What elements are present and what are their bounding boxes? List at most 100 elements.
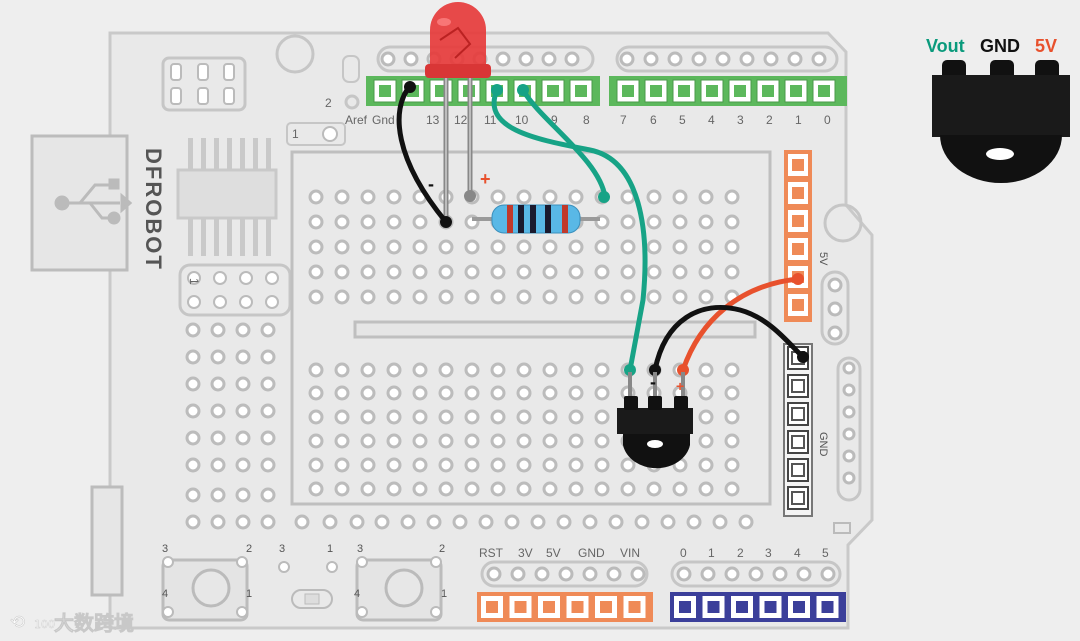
breadboard-hole [542, 264, 558, 280]
digital-pin-label: 4 [708, 113, 715, 127]
header-pin-core [792, 215, 804, 227]
breadboard-hole [698, 214, 714, 230]
sensor-minus-sign: - [650, 372, 656, 392]
breadboard-hole [620, 481, 636, 497]
socket-hole [380, 51, 396, 67]
analog-pin-label: 0 [680, 546, 687, 560]
led-minus-sign: - [428, 174, 434, 194]
breadboard-hole [386, 457, 402, 473]
breadboard-hole [594, 409, 610, 425]
lm35-sensor [617, 372, 693, 469]
board-hole [260, 349, 276, 365]
header-pin-core [792, 159, 804, 171]
breadboard-hole [594, 385, 610, 401]
board-hole [530, 514, 546, 530]
breadboard-hole [620, 214, 636, 230]
socket-hole [772, 566, 788, 582]
breadboard-hole [412, 264, 428, 280]
header-pin-core [514, 601, 527, 613]
chip-leg [227, 138, 232, 170]
analog-pin-label: 1 [708, 546, 715, 560]
board-hole [478, 514, 494, 530]
board-hole [608, 514, 624, 530]
analog-header [670, 592, 846, 622]
board-hole [235, 322, 251, 338]
breadboard-hole [438, 239, 454, 255]
header-pin-core [791, 379, 805, 393]
extra-1: 1 [327, 543, 333, 555]
breadboard-hole [334, 433, 350, 449]
breadboard-hole [724, 385, 740, 401]
board-hole [582, 514, 598, 530]
breadboard-hole [568, 481, 584, 497]
header-pin-core [793, 601, 805, 613]
socket-strip [480, 560, 649, 588]
header-pin-core [792, 187, 804, 199]
breadboard-hole [308, 289, 324, 305]
board-hole [210, 403, 226, 419]
header-pin-core [600, 601, 612, 613]
push-button-right[interactable]: 3 2 4 1 [354, 543, 447, 622]
power-pin-label: VIN [620, 546, 640, 560]
breadboard-hole [490, 189, 506, 205]
side-label-2: 2 [325, 96, 332, 110]
board-hole [260, 457, 276, 473]
breadboard-hole [646, 289, 662, 305]
breadboard-hole [438, 409, 454, 425]
watermark-text: 大数跨境 [54, 611, 134, 635]
wire-black-gnd [652, 305, 806, 373]
socket-hole [558, 566, 574, 582]
breadboard-hole [594, 289, 610, 305]
breadboard-hole [386, 264, 402, 280]
header-pin-core [575, 85, 587, 97]
breadboard-hole [490, 239, 506, 255]
board-hole [260, 514, 276, 530]
breadboard-hole [412, 409, 428, 425]
breadboard-hole [672, 264, 688, 280]
breadboard-hole [464, 289, 480, 305]
board-hole [210, 457, 226, 473]
icsp-pin [239, 271, 253, 285]
breadboard-hole [386, 433, 402, 449]
breadboard-hole [490, 289, 506, 305]
digital-pin-label: 7 [620, 113, 627, 127]
breadboard-hole [620, 457, 636, 473]
breadboard-hole [464, 264, 480, 280]
breadboard-hole [542, 457, 558, 473]
header-pin-core [650, 85, 662, 97]
header-pin-core [790, 85, 802, 97]
btn-right-3: 3 [357, 543, 363, 555]
breadboard-hole [724, 433, 740, 449]
socket-hole [619, 51, 635, 67]
icsp-pin [187, 271, 201, 285]
breadboard-hole [672, 189, 688, 205]
push-button-left[interactable]: 3 2 4 1 [161, 543, 252, 622]
breadboard-hole [334, 214, 350, 230]
right-socket-column [820, 270, 862, 502]
left-hole-grid [185, 322, 754, 530]
header-pin-core [628, 601, 641, 613]
board-hole [426, 514, 442, 530]
power-pin-label: GND [578, 546, 605, 560]
board-hole [210, 487, 226, 503]
socket-hole [827, 277, 843, 293]
sensor-plus-sign: + [676, 378, 684, 394]
btn-left-3: 3 [162, 543, 168, 555]
header-pin-core [679, 601, 691, 613]
socket-hole [842, 405, 856, 419]
breadboard-hole [516, 362, 532, 378]
board-hole [185, 487, 201, 503]
led-plus-sign: + [480, 169, 491, 189]
breadboard-hole [542, 239, 558, 255]
breadboard-hole [620, 264, 636, 280]
breadboard-hole [360, 264, 376, 280]
board-hole [210, 349, 226, 365]
breadboard-hole [360, 239, 376, 255]
socket-hole [842, 471, 856, 485]
chip-leg [188, 218, 193, 256]
brand-label: DFROBOT [141, 148, 166, 271]
resistor [472, 204, 600, 234]
